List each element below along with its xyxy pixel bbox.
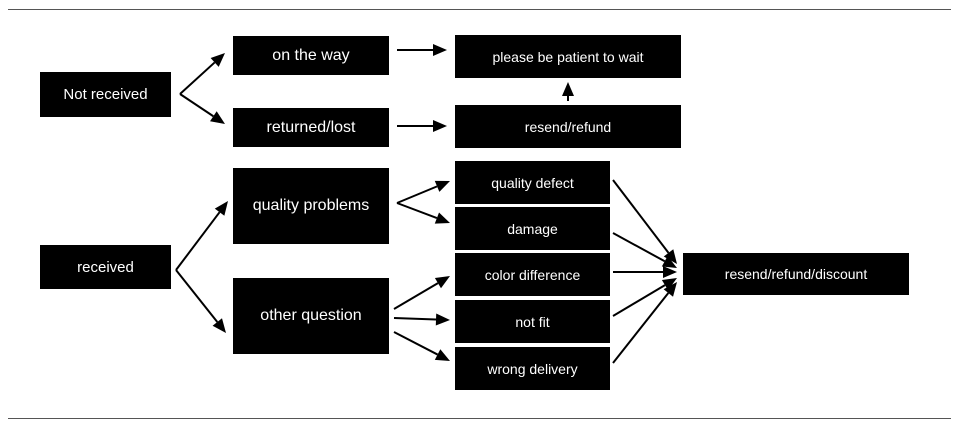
node-on-the-way: on the way — [233, 36, 389, 75]
arrow-defect-to-outcome — [612, 179, 677, 264]
node-wrong-delivery: wrong delivery — [455, 347, 610, 390]
arrow-other-to-wrong — [393, 331, 450, 361]
arrow-received-to-other — [175, 269, 226, 333]
node-quality-defect: quality defect — [455, 161, 610, 204]
arrow-color-to-outcome — [613, 266, 677, 278]
arrow-quality-to-damage — [396, 202, 450, 224]
arrow-wrong-to-outcome — [612, 282, 677, 364]
bottom-divider — [8, 418, 951, 419]
node-damage: damage — [455, 207, 610, 250]
node-other-question: other question — [233, 278, 389, 354]
node-please-wait: please be patient to wait — [455, 35, 681, 78]
arrow-other-to-color — [393, 276, 450, 310]
node-not-received: Not received — [40, 72, 171, 117]
top-divider — [8, 9, 951, 10]
arrow-notfit-to-outcome — [612, 278, 677, 317]
arrow-received-to-quality — [175, 201, 228, 271]
arrow-returned-to-resend — [397, 120, 447, 132]
node-color-difference: color difference — [455, 253, 610, 296]
node-outcome: resend/refund/discount — [683, 253, 909, 295]
node-quality-problems: quality problems — [233, 168, 389, 244]
arrow-resend-to-wait — [562, 82, 574, 101]
node-not-fit: not fit — [455, 300, 610, 343]
node-returned-lost: returned/lost — [233, 108, 389, 147]
arrow-quality-to-defect — [396, 180, 450, 204]
arrow-ontheway-to-wait — [397, 44, 447, 56]
arrow-other-to-notfit — [393, 313, 450, 326]
arrow-notreceived-to-returned — [179, 93, 225, 124]
arrow-damage-to-outcome — [612, 232, 677, 268]
node-resend-refund: resend/refund — [455, 105, 681, 148]
node-received: received — [40, 245, 171, 289]
arrow-notreceived-to-ontheway — [179, 53, 225, 95]
